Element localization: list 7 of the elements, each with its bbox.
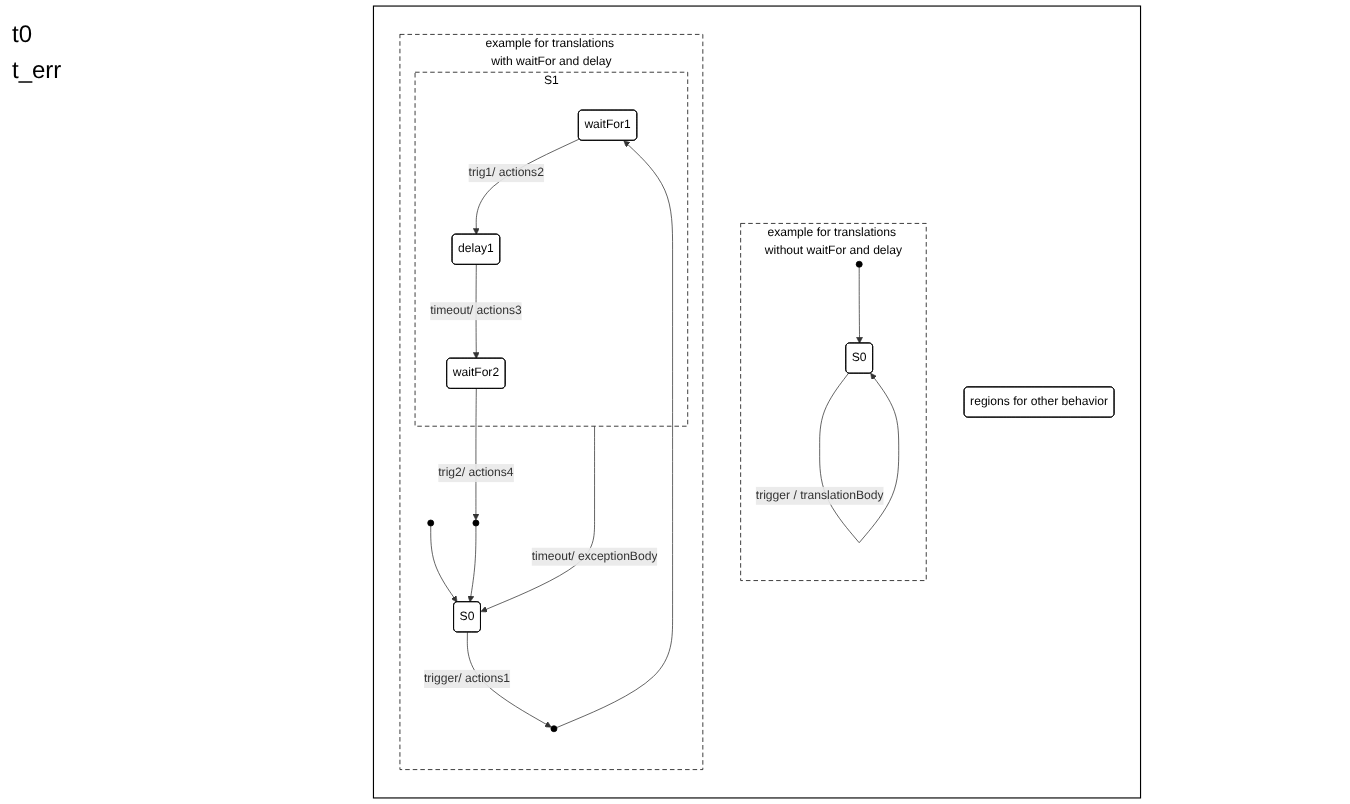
node-circle [427, 519, 435, 527]
transition-name: t_err [12, 56, 64, 84]
cluster [372, 5, 1142, 799]
node-circle [855, 260, 863, 268]
node-circle [472, 519, 480, 527]
node-circle [550, 725, 558, 733]
transition-name: t0 [12, 20, 35, 48]
